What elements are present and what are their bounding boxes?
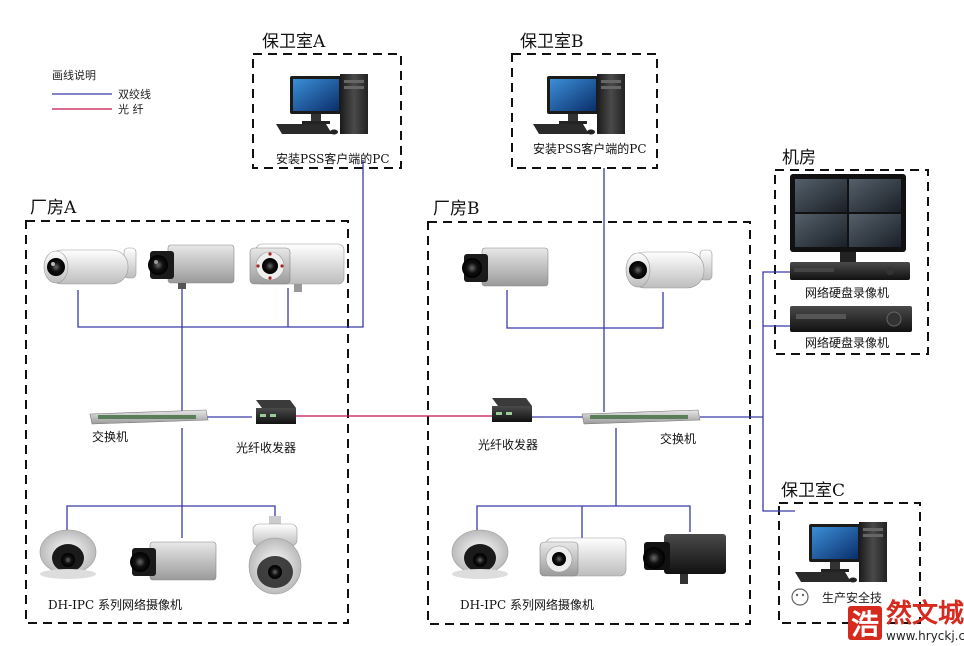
mouse-icon bbox=[587, 129, 595, 135]
tower-icon bbox=[340, 74, 368, 134]
zone-guard-a bbox=[252, 53, 402, 169]
machine-room-title: 机房 bbox=[782, 148, 816, 168]
pc-guard-b bbox=[533, 74, 625, 135]
tower-icon bbox=[859, 522, 887, 582]
zone-plant-a bbox=[25, 220, 349, 624]
zone-guard-b bbox=[511, 53, 658, 169]
switch-b-label: 交换机 bbox=[660, 431, 696, 446]
fiber-transceiver-b-icon bbox=[492, 398, 532, 422]
mouse-icon bbox=[330, 129, 338, 135]
bullet-camera-icon-2 bbox=[625, 249, 713, 289]
nvr-1-label: 网络硬盘录像机 bbox=[805, 285, 889, 300]
bullet-camera-icon bbox=[43, 247, 137, 285]
guard-a-title: 保卫室A bbox=[262, 32, 326, 52]
wechat-icon bbox=[791, 588, 809, 606]
guard-b-title: 保卫室B bbox=[520, 32, 584, 52]
plant-b-title: 厂房B bbox=[433, 199, 480, 219]
transceiver-a-label: 光纤收发器 bbox=[236, 440, 296, 455]
box-camera-icon-3 bbox=[462, 247, 549, 287]
nvr-1-icon bbox=[790, 262, 910, 280]
dome-camera-icon bbox=[39, 529, 97, 579]
guard-b-pc-label: 安装PSS客户端的PC bbox=[533, 141, 647, 156]
logo-text: 然文城 bbox=[886, 598, 964, 629]
watermark-text: 生产安全技 bbox=[822, 590, 882, 605]
ir-bullet-camera-icon bbox=[249, 243, 345, 292]
pc-guard-c bbox=[795, 522, 887, 583]
dome-camera-icon-2 bbox=[451, 529, 509, 579]
zone-plant-b bbox=[427, 221, 751, 625]
guard-a-pc-label: 安装PSS客户端的PC bbox=[276, 151, 390, 166]
tower-icon bbox=[597, 74, 625, 134]
wechat-watermark: 生产安全技 bbox=[791, 588, 882, 606]
logo-url: www.hryckj.cn bbox=[886, 629, 964, 643]
logo-badge bbox=[848, 606, 882, 640]
plant-a-ipc-label: DH-IPC 系列网络摄像机 bbox=[48, 597, 182, 612]
logo-mark: 浩 bbox=[851, 608, 879, 641]
twisted-pair-cables bbox=[66, 160, 795, 538]
site-logo: 浩 然文城 www.hryckj.cn bbox=[848, 598, 964, 643]
nvr-2-label: 网络硬盘录像机 bbox=[805, 335, 889, 350]
nvr-2-icon bbox=[790, 306, 912, 332]
box-camera-dark-icon bbox=[643, 534, 726, 584]
fiber-transceiver-a-icon bbox=[256, 400, 296, 424]
box-camera-icon bbox=[148, 244, 235, 289]
switch-a-label: 交换机 bbox=[92, 429, 128, 444]
box-camera-icon-2 bbox=[130, 541, 217, 581]
switch-b-icon bbox=[581, 409, 701, 425]
guard-c-title: 保卫室C bbox=[781, 481, 845, 501]
switch-a-icon bbox=[89, 409, 209, 425]
surveillance-monitor-icon bbox=[790, 174, 906, 262]
keyboard-icon bbox=[533, 124, 589, 134]
ptz-speed-dome-icon bbox=[248, 516, 302, 595]
mouse-icon bbox=[849, 577, 857, 583]
pc-guard-a bbox=[276, 74, 368, 135]
legend-fiber-label: 光 纤 bbox=[118, 102, 144, 116]
ir-bullet-camera-icon-2 bbox=[539, 537, 627, 577]
keyboard-icon bbox=[795, 572, 851, 582]
plant-b-ipc-label: DH-IPC 系列网络摄像机 bbox=[460, 597, 594, 612]
zone-machine-room bbox=[774, 169, 929, 355]
legend-title: 画线说明 bbox=[52, 68, 96, 82]
transceiver-b-label: 光纤收发器 bbox=[478, 437, 538, 452]
plant-a-title: 厂房A bbox=[30, 198, 77, 218]
legend-twisted-pair-label: 双绞线 bbox=[118, 87, 151, 101]
keyboard-icon bbox=[276, 124, 332, 134]
legend: 画线说明 双绞线 光 纤 bbox=[52, 68, 151, 116]
